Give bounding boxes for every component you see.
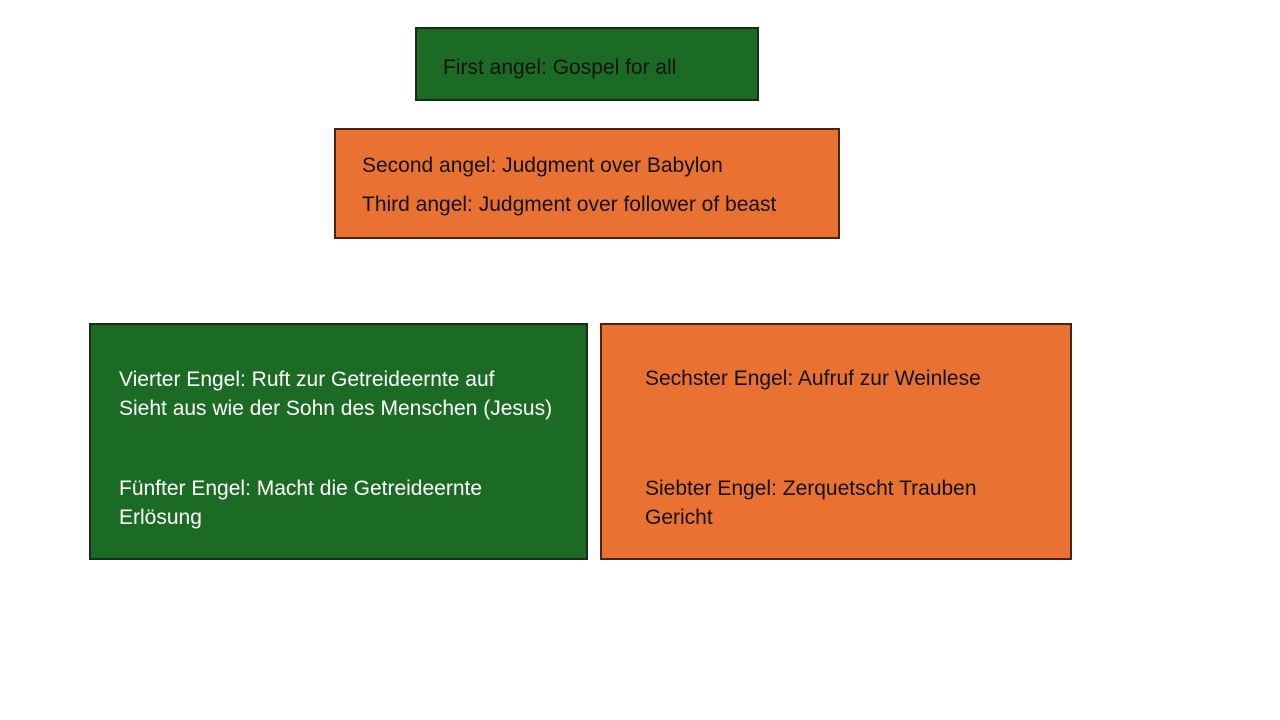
sixth-seventh-angel-box: Sechster Engel: Aufruf zur Weinlese Sieb… [600, 323, 1072, 560]
first-angel-text: First angel: Gospel for all [443, 56, 677, 79]
third-angel-text: Third angel: Judgment over follower of b… [362, 193, 777, 216]
second-third-angel-box: Second angel: Judgment over Babylon Thir… [334, 128, 840, 239]
seventh-angel-text: Siebter Engel: Zerquetscht Trauben [645, 477, 977, 500]
second-angel-text: Second angel: Judgment over Babylon [362, 154, 723, 177]
first-angel-box: First angel: Gospel for all [415, 27, 759, 101]
fifth-angel-text: Fünfter Engel: Macht die Getreideernte [119, 477, 483, 500]
sixth-angel-text: Sechster Engel: Aufruf zur Weinlese [645, 367, 981, 390]
fourth-fifth-angel-box: Vierter Engel: Ruft zur Getreideernte au… [89, 323, 588, 560]
fourth-angel-subtext: Sieht aus wie der Sohn des Menschen (Jes… [119, 397, 553, 420]
fifth-angel-subtext: Erlösung [119, 506, 202, 529]
fourth-angel-text: Vierter Engel: Ruft zur Getreideernte au… [119, 368, 495, 391]
seventh-angel-subtext: Gericht [645, 506, 713, 529]
